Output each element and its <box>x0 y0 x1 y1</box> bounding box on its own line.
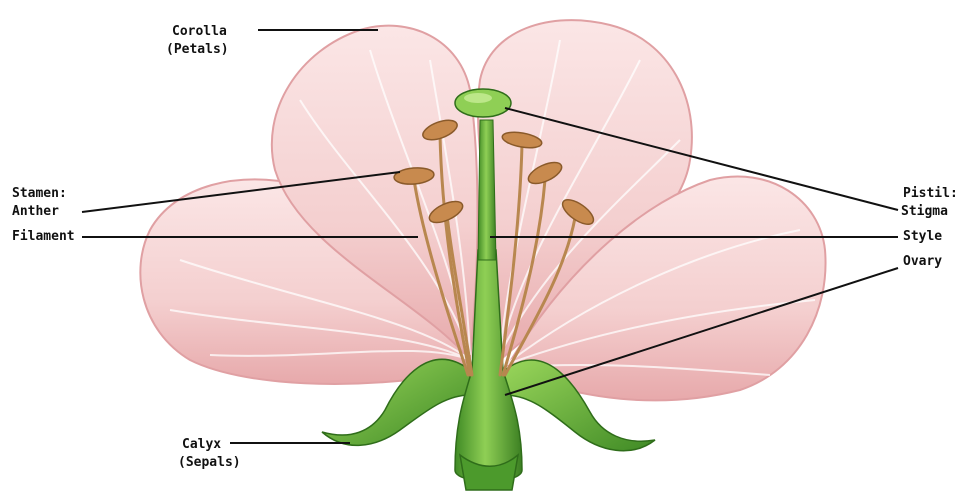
label-filament: Filament <box>12 229 75 244</box>
label-stamen: Stamen: <box>12 186 67 201</box>
label-corolla: Corolla <box>172 24 227 39</box>
label-stigma: Stigma <box>901 204 948 219</box>
stigma-shape <box>455 89 511 117</box>
label-sepals: (Sepals) <box>178 455 241 470</box>
label-calyx: Calyx <box>182 437 221 452</box>
label-ovary: Ovary <box>903 254 942 269</box>
label-anther: Anther <box>12 204 59 219</box>
label-style: Style <box>903 229 942 244</box>
label-petals: (Petals) <box>166 42 229 57</box>
style-shape <box>478 120 496 260</box>
label-pistil: Pistil: <box>903 186 957 201</box>
